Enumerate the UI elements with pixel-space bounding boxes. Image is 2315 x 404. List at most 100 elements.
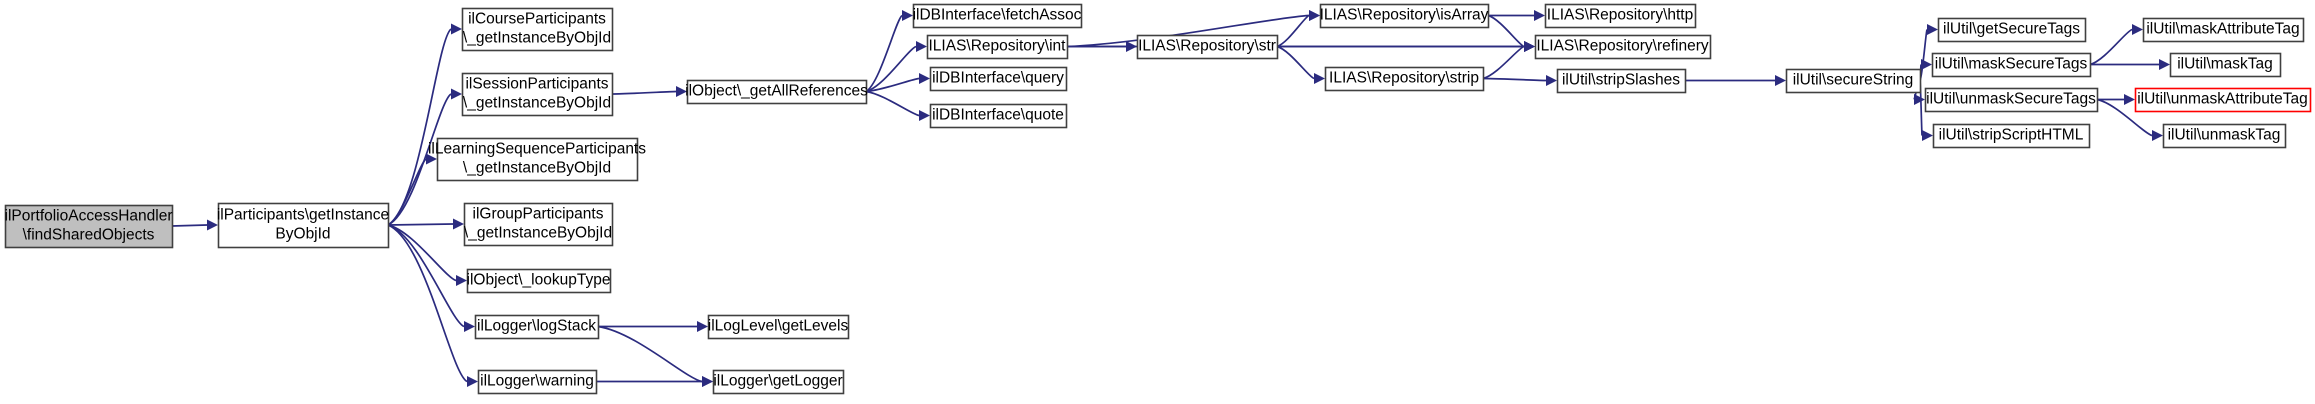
node-box[interactable]	[2162, 123, 2287, 149]
arrow-head-icon	[1534, 10, 1545, 21]
node-box[interactable]	[466, 268, 612, 294]
edge-ilparticipants-getinstance-to-illearningsequenceparticipants	[387, 153, 437, 226]
arrow-head-icon	[1309, 10, 1320, 21]
node-label: ilLogger\warning	[480, 373, 594, 390]
arrow-head-icon	[2159, 59, 2170, 70]
arrow-head-icon	[902, 10, 913, 21]
node-box[interactable]	[4, 204, 174, 249]
node-illogger-getlogger[interactable]: ilLogger\getLogger	[712, 369, 845, 395]
node-label: ilUtil\getSecureTags	[1943, 21, 2080, 38]
node-box[interactable]	[1136, 34, 1279, 60]
node-ilias-repository-http[interactable]: ILIAS\Repository\http	[1544, 3, 1697, 29]
node-box[interactable]	[461, 7, 614, 52]
node-box[interactable]	[1319, 3, 1490, 29]
node-label: \_getInstanceByObjId	[464, 225, 612, 242]
arrow-head-icon	[1921, 59, 1932, 70]
node-label: ILIAS\Repository\refinery	[1536, 38, 1709, 55]
arrow-head-icon	[702, 376, 713, 387]
edge-ilias-repository-str-to-ilias-repository-isarray	[1276, 10, 1320, 48]
node-box[interactable]	[1924, 87, 2099, 113]
node-illearningsequenceparticipants-getinstancebyobjid[interactable]: ilLearningSequenceParticipants\_getInsta…	[428, 137, 646, 182]
node-illogger-logstack[interactable]: ilLogger\logStack	[474, 314, 600, 340]
node-label: ilLogger\getLogger	[713, 373, 842, 390]
node-label: ilLogLevel\getLevels	[708, 318, 849, 335]
edge-ilparticipants-getinstance-to-illogger-logstack	[387, 224, 475, 332]
node-ildbinterface-fetchassoc[interactable]: ilDBInterface\fetchAssoc	[912, 3, 1083, 29]
node-ilsessionparticipants-getinstancebyobjid[interactable]: ilSessionParticipants\_getInstanceByObjI…	[461, 72, 614, 117]
node-box[interactable]	[2134, 87, 2312, 113]
node-label: ilGroupParticipants	[473, 206, 604, 223]
arrow-head-icon	[2152, 130, 2163, 141]
edge-ilportfolioaccesshandler-to-ilparticipants-getinstance	[171, 219, 218, 231]
node-label: ilLearningSequenceParticipants	[428, 141, 646, 158]
arrow-head-icon	[2124, 94, 2135, 105]
node-box[interactable]	[1931, 52, 2092, 78]
node-ilobject-getallreferences[interactable]: ilObject\_getAllReferences	[685, 79, 868, 105]
node-box[interactable]	[1324, 66, 1485, 92]
node-ilportfolioaccesshandler-findsharedobjects[interactable]: ilPortfolioAccessHandler\findSharedObjec…	[4, 204, 174, 249]
node-ilias-repository-str[interactable]: ILIAS\Repository\str	[1136, 34, 1279, 60]
node-label: ilDBInterface\quote	[932, 107, 1064, 124]
node-ilias-repository-isarray[interactable]: ILIAS\Repository\isArray	[1319, 3, 1490, 29]
node-box[interactable]	[217, 202, 390, 249]
node-ilutil-stripslashes[interactable]: ilUtil\stripSlashes	[1556, 68, 1687, 94]
node-ilutil-masksecuretags[interactable]: ilUtil\maskSecureTags	[1931, 52, 2092, 78]
node-box[interactable]	[707, 314, 850, 340]
edges-layer	[171, 10, 2170, 387]
node-ilutil-unmasktag[interactable]: ilUtil\unmaskTag	[2162, 123, 2287, 149]
node-box[interactable]	[461, 72, 614, 117]
arrow-head-icon	[676, 86, 687, 97]
node-ilutil-maskattributetag[interactable]: ilUtil\maskAttributeTag	[2142, 17, 2305, 43]
node-box[interactable]	[1932, 123, 2091, 149]
edge-ilias-repository-strip-to-ilias-repository-refinery	[1482, 41, 1535, 80]
node-ilutil-securestring[interactable]: ilUtil\secureString	[1785, 68, 1922, 94]
node-box[interactable]	[1556, 68, 1687, 94]
node-box[interactable]	[929, 103, 1068, 129]
edge-ilparticipants-getinstance-to-ilobject-lookuptype	[387, 224, 467, 286]
node-ilias-repository-strip[interactable]: ILIAS\Repository\strip	[1324, 66, 1485, 92]
node-ildbinterface-quote[interactable]: ilDBInterface\quote	[929, 103, 1068, 129]
arrow-head-icon	[453, 218, 464, 230]
node-ilgroupparticipants-getinstancebyobjid[interactable]: ilGroupParticipants \_getInstanceByObjId	[463, 202, 614, 247]
node-box[interactable]	[712, 369, 845, 395]
node-box[interactable]	[474, 314, 600, 340]
node-illoglevel-getlevels[interactable]: ilLogLevel\getLevels	[707, 314, 850, 340]
node-ilutil-stripscripthtml[interactable]: ilUtil\stripScriptHTML	[1932, 123, 2091, 149]
node-box[interactable]	[929, 66, 1068, 92]
node-ilutil-unmaskattributetag[interactable]: ilUtil\unmaskAttributeTag	[2134, 87, 2312, 113]
node-ilcourseparticipants-getinstancebyobjid[interactable]: ilCourseParticipants\_getInstanceByObjId	[461, 7, 614, 52]
node-box[interactable]	[1937, 17, 2087, 43]
node-label: ilUtil\unmaskSecureTags	[1926, 91, 2096, 108]
node-box[interactable]	[477, 369, 598, 395]
node-ilobject-lookuptype[interactable]: ilObject\_lookupType	[466, 268, 612, 294]
edge-illogger-logstack-to-illoglevel-getlevels	[598, 321, 708, 332]
node-ilias-repository-refinery[interactable]: ILIAS\Repository\refinery	[1534, 34, 1712, 60]
arrow-head-icon	[1927, 24, 1938, 35]
node-ilparticipants-getinstance-byobjid[interactable]: ilParticipants\getInstanceByObjId	[217, 202, 390, 249]
node-ildbinterface-query[interactable]: ilDBInterface\query	[929, 66, 1068, 92]
node-box[interactable]	[463, 202, 614, 247]
edge-ilobject-getallreferences-to-ildbinterface-fetchassoc	[865, 10, 913, 93]
node-illogger-warning[interactable]: ilLogger\warning	[477, 369, 598, 395]
node-label: ilCourseParticipants	[468, 11, 606, 28]
arrow-head-icon	[916, 41, 927, 52]
node-box[interactable]	[686, 79, 868, 105]
node-ilutil-getsecuretags[interactable]: ilUtil\getSecureTags	[1937, 17, 2087, 43]
node-ilutil-unmasksecuretags[interactable]: ilUtil\unmaskSecureTags	[1924, 87, 2099, 113]
node-ilutil-masktag[interactable]: ilUtil\maskTag	[2169, 52, 2282, 78]
node-ilias-repository-int[interactable]: ILIAS\Repository\int	[926, 34, 1069, 60]
edge-ilsessionparticipants-to-ilobject-getallreferences	[611, 86, 687, 97]
node-label: ilUtil\maskAttributeTag	[2146, 21, 2299, 38]
node-box[interactable]	[1544, 3, 1697, 29]
node-box[interactable]	[1534, 34, 1712, 60]
node-box[interactable]	[912, 3, 1083, 29]
node-label: ilUtil\unmaskTag	[2168, 127, 2281, 144]
node-label: ilObject\_getAllReferences	[685, 83, 868, 100]
node-box[interactable]	[1785, 68, 1922, 94]
node-box[interactable]	[436, 137, 639, 182]
node-label: ilUtil\unmaskAttributeTag	[2137, 91, 2308, 108]
edge-ilutil-stripslashes-to-ilutil-securestring	[1685, 75, 1786, 86]
node-box[interactable]	[2142, 17, 2305, 43]
node-box[interactable]	[2169, 52, 2282, 78]
node-box[interactable]	[926, 34, 1069, 60]
